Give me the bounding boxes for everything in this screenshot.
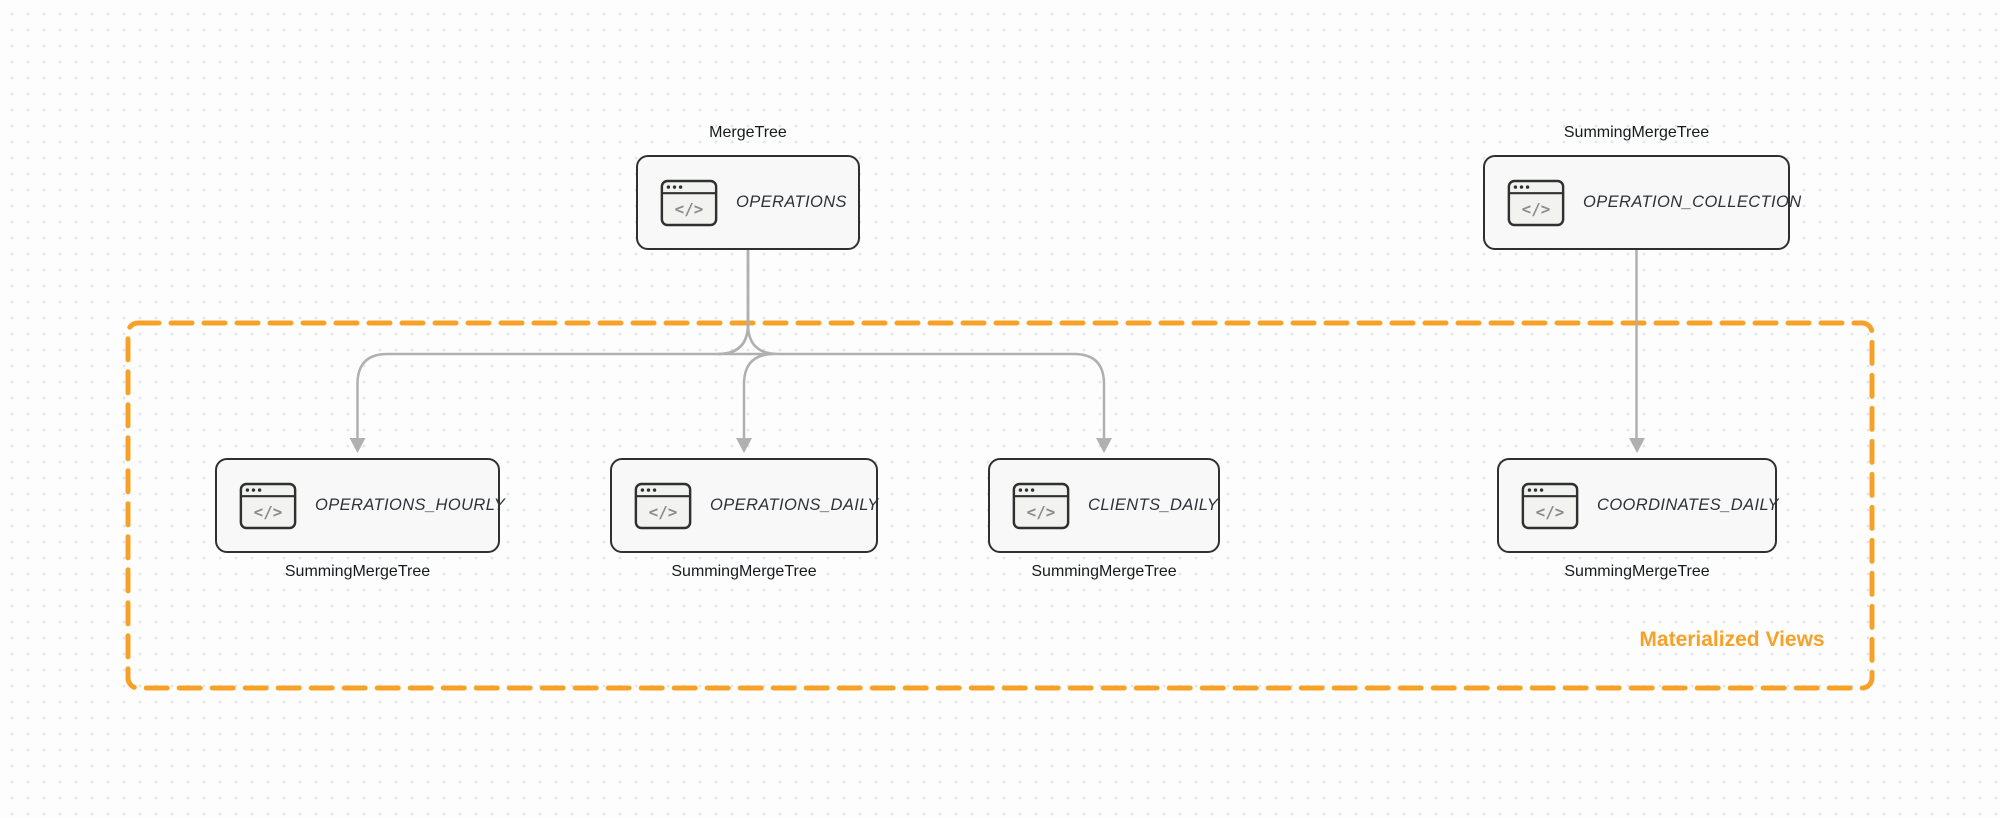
svg-text:</>: </> bbox=[254, 502, 283, 521]
engine-label: MergeTree bbox=[709, 124, 787, 141]
arrowhead-icon bbox=[1629, 438, 1645, 453]
svg-text:</>: </> bbox=[675, 199, 704, 218]
node-operations[interactable]: </> OPERATIONS bbox=[636, 155, 860, 250]
arrowhead-icon bbox=[349, 438, 366, 453]
code-window-icon: </> bbox=[634, 482, 692, 529]
svg-text:</>: </> bbox=[649, 502, 678, 521]
svg-text:</>: </> bbox=[1522, 199, 1551, 218]
materialized-views-group[interactable] bbox=[125, 320, 1875, 691]
materialized-views-label: Materialized Views bbox=[1639, 628, 1825, 651]
node-title: COORDINATES_DAILY bbox=[1597, 496, 1779, 514]
svg-text:</>: </> bbox=[1027, 502, 1056, 521]
svg-text:</>: </> bbox=[1536, 502, 1565, 521]
arrowhead-icon bbox=[1096, 438, 1112, 453]
edge-operations-to-clients_daily bbox=[746, 248, 1106, 440]
edge-operations-to-operations_daily bbox=[717, 248, 775, 440]
node-title: OPERATION_COLLECTION bbox=[1583, 193, 1802, 211]
node-coordinates-daily[interactable]: </> COORDINATES_DAILY bbox=[1497, 458, 1779, 553]
arrowhead-icon bbox=[736, 438, 752, 453]
node-title: CLIENTS_DAILY bbox=[1088, 496, 1219, 514]
engine-label: SummingMergeTree bbox=[1564, 563, 1710, 580]
engine-label: SummingMergeTree bbox=[671, 563, 817, 580]
engine-label: SummingMergeTree bbox=[284, 563, 431, 580]
edge-operations-to-operations_hourly bbox=[356, 248, 750, 440]
code-window-icon: </> bbox=[1012, 482, 1070, 529]
node-title: OPERATIONS bbox=[736, 193, 847, 211]
code-window-icon: </> bbox=[1521, 482, 1579, 529]
node-title: OPERATIONS_HOURLY bbox=[315, 496, 506, 514]
node-operations-daily[interactable]: </> OPERATIONS_DAILY bbox=[610, 458, 878, 553]
engine-label: SummingMergeTree bbox=[1031, 563, 1177, 580]
node-operation-collection[interactable]: </> OPERATION_COLLECTION bbox=[1483, 155, 1801, 250]
code-window-icon: </> bbox=[239, 482, 297, 529]
engine-label: SummingMergeTree bbox=[1563, 124, 1710, 141]
node-clients-daily[interactable]: </> CLIENTS_DAILY bbox=[988, 458, 1220, 553]
code-window-icon: </> bbox=[1507, 179, 1565, 226]
node-operations-hourly[interactable]: </> OPERATIONS_HOURLY bbox=[215, 458, 505, 553]
node-title: OPERATIONS_DAILY bbox=[710, 496, 879, 514]
code-window-icon: </> bbox=[660, 179, 718, 226]
